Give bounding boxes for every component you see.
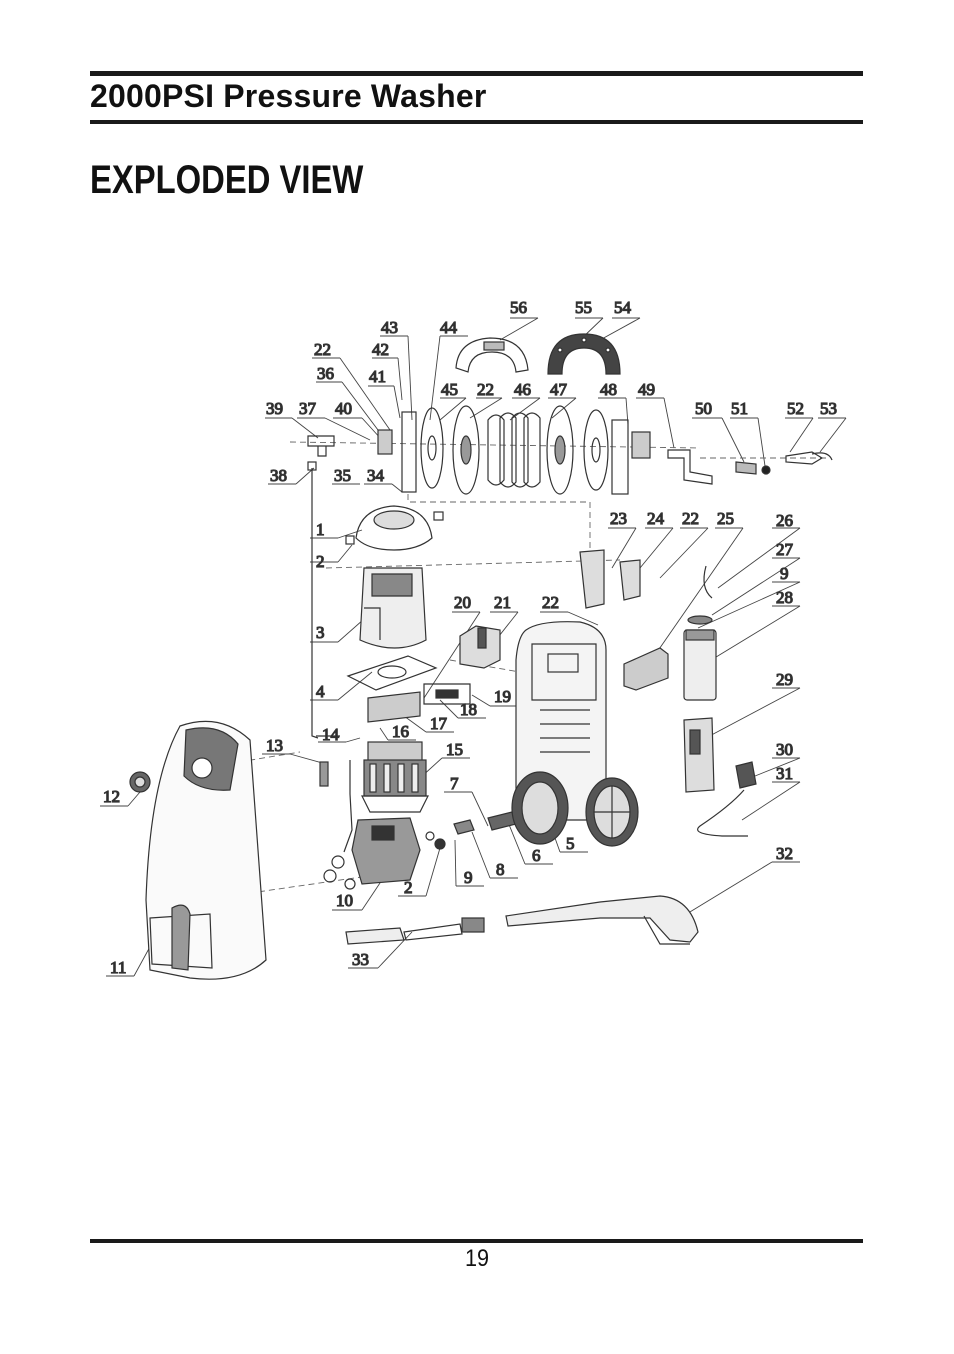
callout-27: 27 <box>776 540 794 559</box>
callout-54: 54 <box>614 298 632 317</box>
callout-6: 6 <box>532 846 541 865</box>
pump-fittings <box>425 811 517 850</box>
hose-holder-brackets <box>579 549 641 609</box>
callout-45: 45 <box>441 380 458 399</box>
callout-labels: 56 55 54 43 44 22 42 36 41 45 22 46 47 4… <box>102 297 837 977</box>
power-cord <box>697 761 757 837</box>
hose-reel-drum <box>420 405 609 495</box>
callout-33: 33 <box>352 950 369 969</box>
callout-38: 38 <box>270 466 287 485</box>
callout-34: 34 <box>367 466 385 485</box>
swivel-fitting <box>307 435 335 457</box>
callout-1: 1 <box>316 520 325 539</box>
callout-20: 20 <box>454 593 471 612</box>
hose-reel-handle <box>455 337 529 373</box>
callout-35: 35 <box>334 466 351 485</box>
callout-8: 8 <box>496 860 505 879</box>
motor-housing <box>359 567 427 649</box>
callout-16: 16 <box>392 722 409 741</box>
callout-7: 7 <box>450 774 459 793</box>
spray-gun <box>505 895 699 945</box>
callout-28: 28 <box>776 588 793 607</box>
callout-12: 12 <box>103 787 120 806</box>
hose-pipe <box>307 461 340 739</box>
callout-25: 25 <box>717 509 734 528</box>
callout-47: 47 <box>550 380 568 399</box>
header-top-rule <box>90 71 863 76</box>
page-number: 19 <box>464 1245 490 1272</box>
callout-17: 17 <box>430 714 448 733</box>
callout-29: 29 <box>776 670 793 689</box>
main-frame <box>515 621 607 821</box>
cord-hook-bracket <box>623 647 669 691</box>
callout-53: 53 <box>820 399 837 418</box>
callout-42: 42 <box>372 340 389 359</box>
callout-14: 14 <box>322 725 340 744</box>
spray-lance <box>345 917 485 945</box>
reel-crank <box>667 449 713 485</box>
callout-9: 9 <box>780 564 789 583</box>
reel-brackets <box>377 411 651 495</box>
callout-23: 23 <box>610 509 627 528</box>
callout-9: 9 <box>464 868 473 887</box>
callout-15: 15 <box>446 740 463 759</box>
gun-holder <box>683 717 715 793</box>
section-heading: EXPLODED VIEW <box>90 158 364 202</box>
electric-motor <box>361 741 429 813</box>
footer-rule <box>90 1239 863 1243</box>
callout-49: 49 <box>638 380 655 399</box>
front-cover <box>145 720 267 980</box>
callout-55: 55 <box>575 298 592 317</box>
callout-24: 24 <box>647 509 665 528</box>
callout-19: 19 <box>494 687 511 706</box>
callout-22: 22 <box>682 509 699 528</box>
quick-couplers <box>735 451 833 475</box>
callout-36: 36 <box>317 364 334 383</box>
callout-50: 50 <box>695 399 712 418</box>
callout-21: 21 <box>494 593 511 612</box>
callout-4: 4 <box>316 682 325 701</box>
cover-knob <box>129 771 151 793</box>
callout-41: 41 <box>369 367 386 386</box>
callout-32: 32 <box>776 844 793 863</box>
callout-13: 13 <box>266 736 283 755</box>
document-title: 2000PSI Pressure Washer <box>90 78 487 114</box>
callout-39: 39 <box>266 399 283 418</box>
callout-26: 26 <box>776 511 793 530</box>
motor-gasket <box>346 655 438 691</box>
callout-37: 37 <box>299 399 317 418</box>
pump-assembly <box>323 760 421 890</box>
wheel-right <box>585 777 639 847</box>
callout-22: 22 <box>542 593 559 612</box>
callout-10: 10 <box>336 891 353 910</box>
switch-box <box>459 625 501 669</box>
callout-48: 48 <box>600 380 617 399</box>
callout-44: 44 <box>440 318 458 337</box>
callout-22: 22 <box>477 380 494 399</box>
callout-52: 52 <box>787 399 804 418</box>
callout-22: 22 <box>314 340 331 359</box>
motor-mount-bracket <box>367 683 471 723</box>
callout-18: 18 <box>460 700 477 719</box>
callout-51: 51 <box>731 399 748 418</box>
motor-top-cover <box>345 505 444 551</box>
header-bottom-rule <box>90 120 863 124</box>
callout-56: 56 <box>510 298 527 317</box>
callout-46: 46 <box>514 380 531 399</box>
detergent-bottle <box>683 565 717 701</box>
wheel-left <box>511 771 569 845</box>
cover-hose-connector <box>319 761 329 787</box>
callout-40: 40 <box>335 399 352 418</box>
callout-2: 2 <box>316 552 325 571</box>
callout-11: 11 <box>110 958 126 977</box>
callout-5: 5 <box>566 834 575 853</box>
callout-3: 3 <box>316 623 325 642</box>
callout-31: 31 <box>776 764 793 783</box>
callout-30: 30 <box>776 740 793 759</box>
callout-43: 43 <box>381 318 398 337</box>
callout-2: 2 <box>404 878 413 897</box>
reel-handle-grip <box>547 333 621 375</box>
